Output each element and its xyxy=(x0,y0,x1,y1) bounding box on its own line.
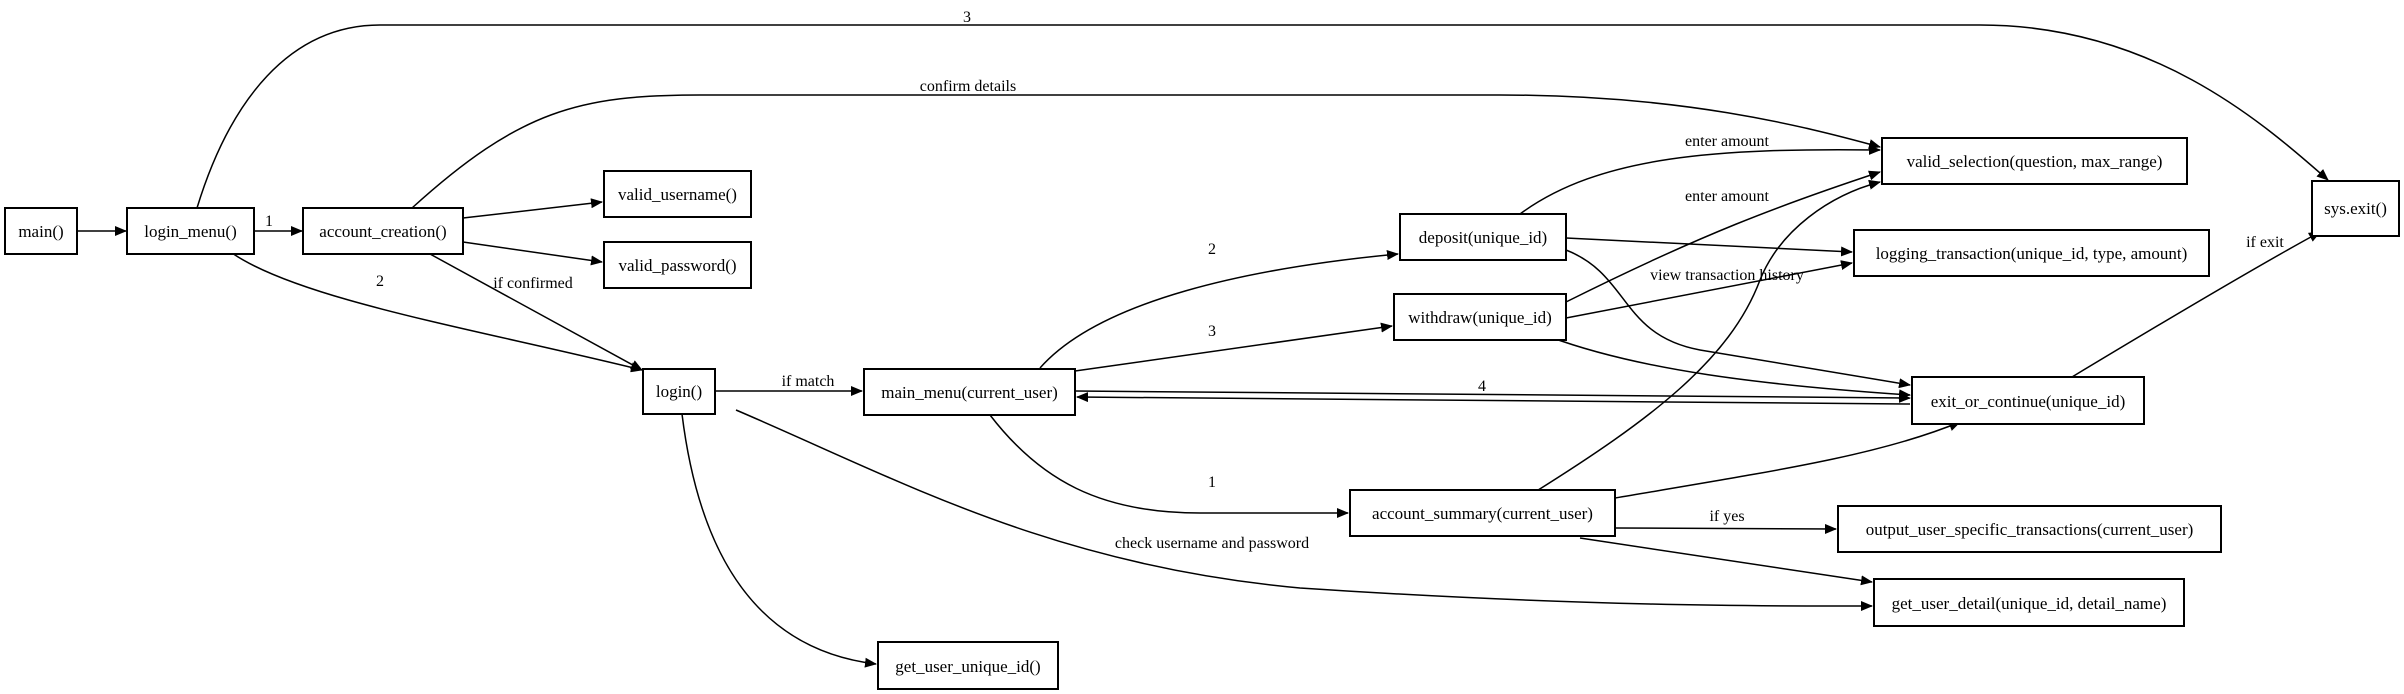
edge-label: if exit xyxy=(2246,234,2284,251)
node-label: account_creation() xyxy=(319,222,446,241)
edge-main-menu-to-exit-or-continue: 4 xyxy=(1074,378,1911,403)
edge-account-summary-to-exit-or-continue xyxy=(1614,421,1961,499)
edge-label: enter amount xyxy=(1685,188,1770,205)
node-exit-or-continue: exit_or_continue(unique_id) xyxy=(1911,376,2145,425)
edge-label: 1 xyxy=(1208,474,1216,491)
edge-account-summary-to-output-user-specific: if yes xyxy=(1614,508,1837,534)
node-label: main_menu(current_user) xyxy=(881,383,1058,402)
node-label: logging_transaction(unique_id, type, amo… xyxy=(1876,244,2188,263)
node-label: output_user_specific_transactions(curren… xyxy=(1866,520,2194,539)
node-sys-exit: sys.exit() xyxy=(2311,180,2400,237)
edge-label: if confirmed xyxy=(493,275,573,292)
edge-label: confirm details xyxy=(920,78,1016,95)
edge-login-to-main-menu: if match xyxy=(715,373,863,396)
edge-account-creation-to-valid-username xyxy=(462,198,603,219)
edge-label: if yes xyxy=(1709,508,1744,525)
node-label: sys.exit() xyxy=(2324,199,2387,218)
edge-account-creation-to-valid-password xyxy=(462,241,603,266)
node-output-user-specific-transactions: output_user_specific_transactions(curren… xyxy=(1837,505,2222,553)
node-account-summary: account_summary(current_user) xyxy=(1349,489,1616,537)
node-label: exit_or_continue(unique_id) xyxy=(1931,392,2126,411)
edge-login-menu-to-sys-exit: 3 xyxy=(196,9,2329,209)
node-label: valid_username() xyxy=(618,185,737,204)
node-get-user-unique-id: get_user_unique_id() xyxy=(877,641,1059,690)
edge-login-to-get-user-detail: check username and password xyxy=(735,409,1873,612)
node-label: account_summary(current_user) xyxy=(1372,504,1593,523)
node-valid-username: valid_username() xyxy=(603,170,752,218)
edge-account-creation-to-login: if confirmed xyxy=(429,253,643,371)
node-label: main() xyxy=(18,222,63,241)
edge-label: 1 xyxy=(265,213,273,230)
edge-account-summary-to-valid-selection xyxy=(1534,179,1881,493)
edge-login-to-get-user-unique-id xyxy=(681,413,877,668)
node-valid-password: valid_password() xyxy=(603,241,752,289)
edge-label: if match xyxy=(782,373,835,390)
node-label: get_user_detail(unique_id, detail_name) xyxy=(1892,594,2167,613)
edge-label: check username and password xyxy=(1115,535,1309,552)
node-label: login_menu() xyxy=(144,222,237,241)
edge-withdraw-to-exit-or-continue xyxy=(1549,336,1911,400)
node-account-creation: account_creation() xyxy=(302,207,464,255)
edge-main-menu-to-deposit: 2 xyxy=(1039,241,1399,369)
edge-exit-or-continue-to-sys-exit: if exit xyxy=(2071,231,2321,378)
edge-label: enter amount xyxy=(1685,133,1770,150)
edge-label: 3 xyxy=(1208,323,1216,340)
edge-account-summary-to-get-user-detail xyxy=(1579,537,1873,586)
node-main: main() xyxy=(4,207,78,255)
edge-label: view transaction history xyxy=(1650,267,1804,284)
edge-deposit-to-valid-selection: enter amount xyxy=(1519,133,1881,215)
node-get-user-detail: get_user_detail(unique_id, detail_name) xyxy=(1873,578,2185,627)
edge-exit-or-continue-to-main-menu xyxy=(1076,392,1911,405)
node-label: withdraw(unique_id) xyxy=(1408,308,1552,327)
edge-label: 4 xyxy=(1478,378,1486,395)
node-withdraw: withdraw(unique_id) xyxy=(1393,293,1567,341)
edge-main-menu-to-account-summary: 1 xyxy=(989,414,1349,518)
node-label: valid_selection(question, max_range) xyxy=(1907,152,2163,171)
edge-deposit-to-logging-transaction xyxy=(1565,237,1853,257)
node-label: valid_password() xyxy=(618,256,736,275)
edge-label: 2 xyxy=(376,273,384,290)
node-main-menu: main_menu(current_user) xyxy=(863,368,1076,416)
node-login: login() xyxy=(642,368,716,415)
edge-login-menu-to-account-creation: 1 xyxy=(254,213,303,236)
node-label: deposit(unique_id) xyxy=(1419,228,1547,247)
edge-main-menu-to-withdraw: 3 xyxy=(1074,322,1393,372)
edge-label: 2 xyxy=(1208,241,1216,258)
node-login-menu: login_menu() xyxy=(126,207,255,255)
node-label: login() xyxy=(656,382,702,401)
node-valid-selection: valid_selection(question, max_range) xyxy=(1881,137,2188,185)
node-label: get_user_unique_id() xyxy=(895,657,1040,676)
edge-withdraw-to-valid-selection: enter amount xyxy=(1565,170,1881,303)
node-logging-transaction: logging_transaction(unique_id, type, amo… xyxy=(1853,229,2210,277)
edge-deposit-to-exit-or-continue xyxy=(1565,249,1911,389)
node-deposit: deposit(unique_id) xyxy=(1399,213,1567,261)
edge-login-menu-to-login: 2 xyxy=(231,252,643,373)
edge-label: 3 xyxy=(963,9,971,26)
edge-withdraw-to-logging-transaction: view transaction history xyxy=(1565,260,1853,319)
edge-account-creation-to-valid-selection: confirm details xyxy=(411,78,1881,209)
